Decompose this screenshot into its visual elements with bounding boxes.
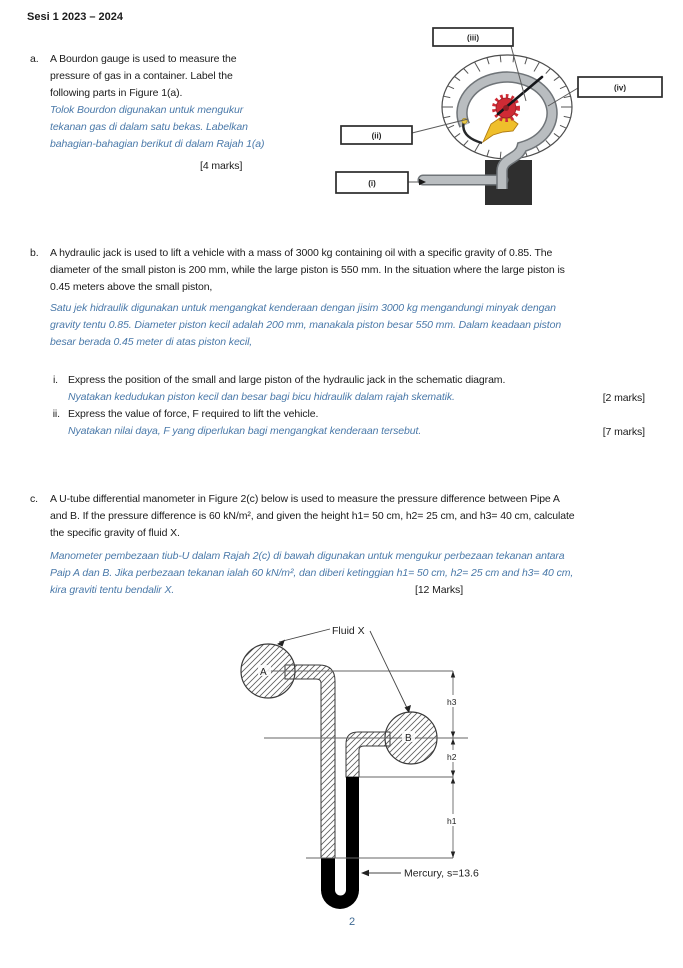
text-line: 0.45 meters above the small piston, <box>50 281 213 293</box>
mercury-annotation: Mercury, s=13.6 <box>361 868 479 880</box>
label-iv: (iv) <box>614 84 626 93</box>
leader-lines <box>408 45 579 183</box>
figure-bourdon-gauge: (iii) (iv) (ii) (i) <box>335 27 663 205</box>
text-line: besar berada 0.45 meter di atas piston k… <box>50 336 253 348</box>
text-line: Satu jek hidraulik digunakan untuk menga… <box>50 302 556 314</box>
text-line: and B. If the pressure difference is 60 … <box>50 510 575 522</box>
question-c-text-en: A U-tube differential manometer in Figur… <box>50 491 575 542</box>
question-c-marks: [12 Marks] <box>415 584 464 596</box>
question-b-text-en: A hydraulic jack is used to lift a vehic… <box>50 245 565 296</box>
dimension-arrowheads <box>450 671 456 858</box>
item-i-marks: [2 marks] <box>602 392 645 404</box>
question-b-label: b. <box>30 247 39 259</box>
question-c-text-ms: Manometer pembezaan tiub-U dalam Rajah 2… <box>50 548 573 599</box>
question-a-text-ms: Tolok Bourdon digunakan untuk mengukur t… <box>50 102 265 153</box>
item-ii-text-ms: Nyatakan nilai daya, F yang diperlukan b… <box>68 425 422 437</box>
bourdon-tube <box>456 71 558 189</box>
question-a-label: a. <box>30 53 39 65</box>
text-line: kira graviti tentu bendalir X. <box>50 584 175 596</box>
text-line: tekanan gas di dalam satu bekas. Labelka… <box>50 121 248 133</box>
label-boxes: (iii) (iv) (ii) (i) <box>335 27 663 194</box>
question-a-marks: [4 marks] <box>200 160 243 172</box>
reference-lines <box>264 670 468 859</box>
page-number: 2 <box>348 916 356 928</box>
text-line: diameter of the small piston is 200 mm, … <box>50 264 565 276</box>
text-line: bahagian-bahagian berikut di dalam Rajah… <box>50 138 265 150</box>
question-a-text-en: A Bourdon gauge is used to measure the p… <box>50 51 237 102</box>
item-ii-marks: [7 marks] <box>602 426 645 438</box>
page-header: Sesi 1 2023 – 2024 <box>27 11 124 23</box>
gear-hub <box>503 105 509 111</box>
text-line: A U-tube differential manometer in Figur… <box>50 493 560 505</box>
pipe-a-label: A <box>260 667 267 678</box>
fluid-x-annotation: Fluid X <box>277 625 411 713</box>
text-line: Paip A dan B. Jika perbezaan tekanan ial… <box>50 567 574 579</box>
gauge-dial-ticks <box>442 55 572 159</box>
text-line: A hydraulic jack is used to lift a vehic… <box>50 247 553 259</box>
text-line: following parts in Figure 1(a). <box>50 87 183 99</box>
question-b-text-ms: Satu jek hidraulik digunakan untuk menga… <box>50 300 561 351</box>
h1-label: h1 <box>447 816 457 826</box>
label-iii: (iii) <box>467 34 479 43</box>
mercury-label: Mercury, s=13.6 <box>404 868 479 880</box>
item-i-text-ms: Nyatakan kedudukan piston kecil dan besa… <box>68 391 455 403</box>
fluid-x-label: Fluid X <box>332 625 365 637</box>
text-line: the specific gravity of fluid X. <box>50 527 180 539</box>
h2-label: h2 <box>447 752 457 762</box>
item-i-label: i. <box>52 374 58 386</box>
label-ii: (ii) <box>372 132 382 141</box>
pipe-letters: A B <box>258 665 415 744</box>
height-labels: h3 h2 h1 <box>444 695 461 826</box>
text-line: A Bourdon gauge is used to measure the <box>50 53 237 65</box>
h3-label: h3 <box>447 697 457 707</box>
question-c-label: c. <box>30 493 38 505</box>
text-line: pressure of gas in a container. Label th… <box>50 70 233 82</box>
figure-utube-manometer: h3 h2 h1 Fluid X Mercury, s=13.6 A B <box>240 625 479 909</box>
text-line: Tolok Bourdon digunakan untuk mengukur <box>50 104 244 116</box>
sector-gear <box>481 117 519 144</box>
label-i: (i) <box>368 179 376 188</box>
mercury-column <box>321 777 359 909</box>
item-ii-label: ii. <box>52 408 60 420</box>
text-line: gravity tentu 0.85. Diameter piston keci… <box>50 319 562 331</box>
text-line: Manometer pembezaan tiub-U dalam Rajah 2… <box>50 550 565 562</box>
item-ii-text-en: Express the value of force, F required t… <box>68 408 319 420</box>
label-i-arrowhead <box>419 178 426 186</box>
pipe-b-label: B <box>405 733 412 744</box>
fluid-x-tubes <box>284 664 391 859</box>
item-i-text-en: Express the position of the small and la… <box>68 374 506 386</box>
